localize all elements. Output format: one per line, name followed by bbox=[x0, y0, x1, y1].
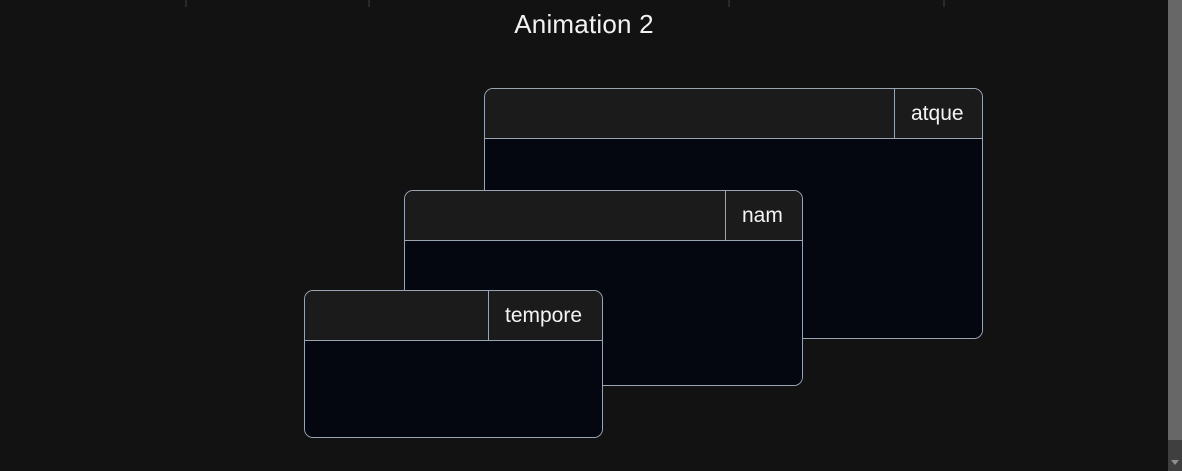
top-edge-tick bbox=[185, 0, 187, 7]
scrollbar-thumb[interactable] bbox=[1168, 0, 1182, 440]
top-edge-tick bbox=[728, 0, 730, 7]
card-title: atque bbox=[911, 101, 964, 125]
card-header: atque bbox=[485, 89, 982, 139]
card-header-spacer bbox=[485, 89, 895, 138]
card-title: tempore bbox=[505, 303, 583, 327]
card-body bbox=[305, 341, 602, 437]
card-header-spacer bbox=[305, 291, 489, 340]
card-header: nam bbox=[405, 191, 802, 241]
top-edge-tick bbox=[943, 0, 945, 7]
top-edge-tick bbox=[368, 0, 370, 7]
card-header: tempore bbox=[305, 291, 602, 341]
card-title: nam bbox=[742, 203, 783, 227]
card-header-spacer bbox=[405, 191, 726, 240]
scrollbar-down-button[interactable] bbox=[1168, 454, 1182, 471]
animation-card[interactable]: tempore bbox=[304, 290, 603, 438]
vertical-scrollbar[interactable] bbox=[1168, 0, 1182, 471]
chevron-down-icon bbox=[1171, 460, 1179, 465]
page-title: Animation 2 bbox=[514, 9, 654, 39]
